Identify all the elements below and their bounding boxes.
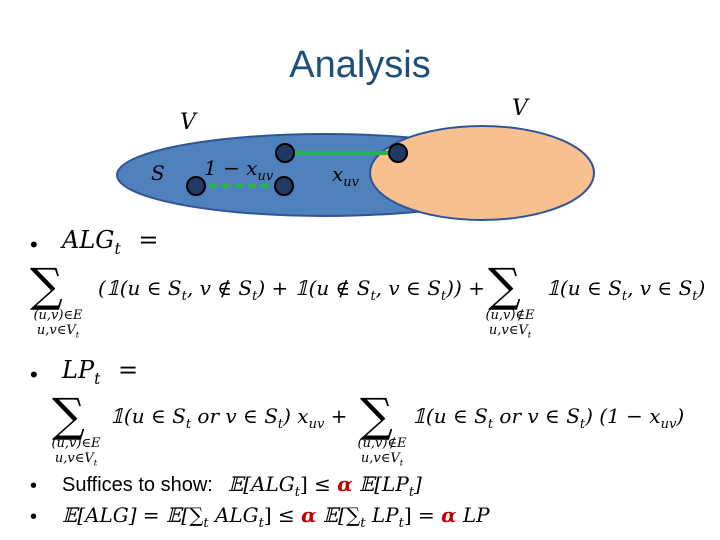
bullet-final: • xyxy=(30,506,38,528)
final-expr: 𝔼[ALG] = 𝔼[∑t ALGt] ≤ α 𝔼[∑t LPt] = α LP xyxy=(62,503,490,531)
alg-sum2-sigma: ∑ xyxy=(488,258,521,312)
label-right-set: V xyxy=(512,96,530,121)
lp-sum1-sigma: ∑ xyxy=(52,388,85,442)
lp-sum2-sigma: ∑ xyxy=(360,388,393,442)
alg-sum2-subscript: (u,v)∉E u,v∈Vt xyxy=(485,308,535,340)
alg-lhs: ALGt = xyxy=(62,226,159,258)
lp-term2: 𝟙(u ∈ St or v ∈ St) (1 − xuv) xyxy=(412,404,685,432)
node-u-top xyxy=(275,143,295,163)
suffices-expr: 𝔼[ALGt] ≤ α 𝔼[LPt] xyxy=(228,472,422,500)
label-left-set: V xyxy=(180,110,198,135)
lp-sum2-subscript: (u,v)∉E u,v∈Vt xyxy=(357,436,407,468)
set-diagram: V V S 1 − xuv xuv xyxy=(116,96,595,221)
node-v-top xyxy=(388,143,408,163)
lp-lhs: LPt = xyxy=(62,356,139,388)
suffices-text: Suffices to show: xyxy=(62,474,213,496)
alg-term1: (𝟙(u ∈ St, v ∉ St) + 𝟙(u ∉ St, v ∈ St)) … xyxy=(98,276,485,304)
slide-title: Analysis xyxy=(289,44,431,86)
alg-term2: 𝟙(u ∈ St, v ∈ St) xyxy=(546,276,706,304)
label-edge-cut: 1 − xuv xyxy=(204,156,274,184)
lp-sum1-subscript: (u,v)∈E u,v∈Vt xyxy=(51,436,101,468)
label-edge-in: xuv xyxy=(332,162,360,190)
bullet-lp: • xyxy=(30,362,38,387)
bullet-alg: • xyxy=(30,232,38,257)
inner-ellipse xyxy=(369,125,595,221)
alg-sum1-sigma: ∑ xyxy=(30,258,63,312)
lp-term1: 𝟙(u ∈ St or v ∈ St) xuv + xyxy=(110,404,348,432)
alg-sum1-subscript: (u,v)∈E u,v∈Vt xyxy=(33,308,83,340)
node-v-bottom xyxy=(274,176,294,196)
label-inner-set: S xyxy=(151,161,165,185)
bullet-suffices: • xyxy=(30,475,38,497)
node-u-bottom xyxy=(186,176,206,196)
